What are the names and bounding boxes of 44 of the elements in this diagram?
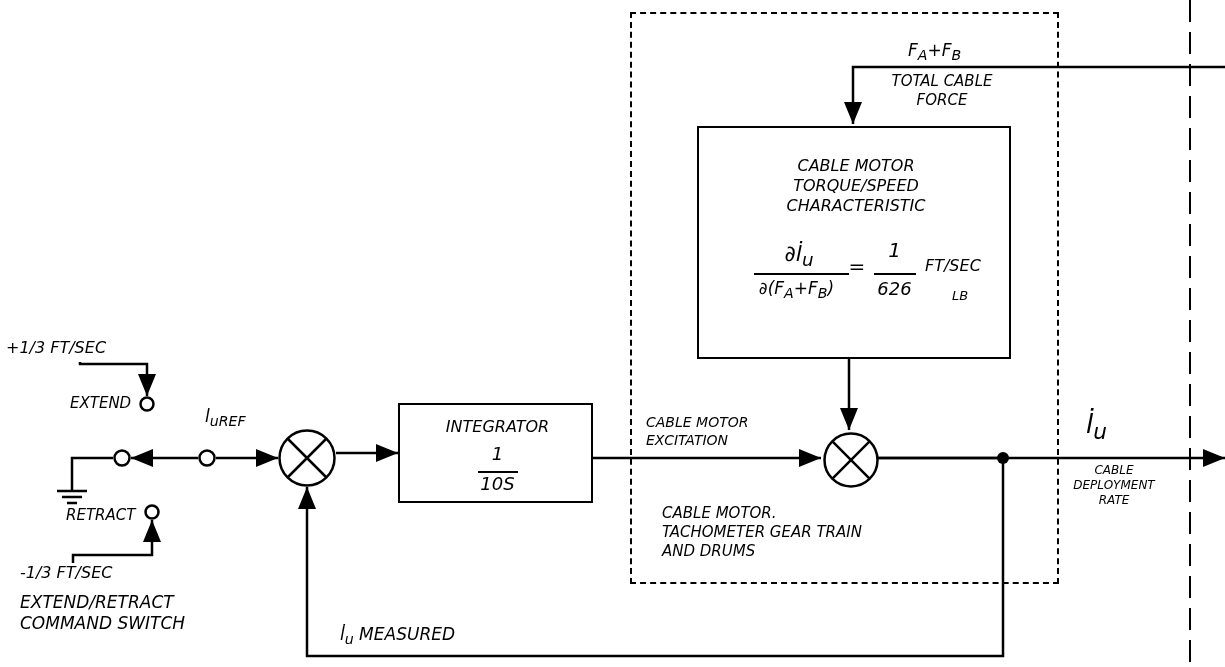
ground-symbol — [57, 488, 87, 506]
arrow — [593, 449, 821, 467]
arrow — [216, 449, 278, 467]
block-title: CABLE MOTOR TORQUE/SPEED CHARACTERISTIC — [785, 156, 927, 216]
edge-label: CABLE MOTOR EXCITATION — [646, 414, 750, 449]
signal-label: EXTEND/RETRACT COMMAND SWITCH — [20, 592, 187, 635]
equals-sign: = — [847, 254, 867, 279]
terminal-label: RETRACT — [66, 506, 138, 525]
arrow — [844, 65, 1225, 124]
switch-contact — [139, 396, 155, 412]
formula-numerator: 1 — [490, 443, 505, 466]
unit-label: LB — [950, 288, 970, 305]
block-title: INTEGRATOR — [444, 417, 551, 437]
signal-label: F$_{A}$+F$_{B}$ — [908, 40, 963, 66]
formula-denominator: 10S — [479, 473, 516, 496]
input-value: -1/3 FT/SEC — [20, 563, 114, 583]
summing-junction — [823, 432, 879, 488]
connector-line — [70, 456, 113, 488]
switch-contact — [144, 504, 160, 520]
summing-junction — [278, 429, 336, 487]
arrow — [78, 361, 156, 396]
arrow — [336, 444, 398, 462]
arrow — [840, 357, 858, 430]
block-label: CABLE MOTOR. TACHOMETER GEAR TRAIN AND DRUMS — [662, 504, 862, 561]
integrator-block — [398, 403, 593, 503]
signal-label: l̇$_{u}$ — [1086, 408, 1108, 446]
characteristic-block — [697, 126, 1011, 359]
arrow — [131, 449, 198, 467]
formula-numerator: ∂l̇$_{u}$ — [783, 240, 815, 273]
input-value: +1/3 FT/SEC — [6, 338, 108, 358]
formula-numerator: 1 — [887, 238, 902, 263]
edge-label: l$_{uREF}$ — [205, 406, 247, 432]
unit-label: FT/SEC — [925, 256, 982, 276]
terminal-label: EXTEND — [70, 394, 133, 413]
subsystem-boundary — [630, 12, 1059, 584]
switch-terminal — [113, 449, 131, 467]
arrow — [298, 456, 1005, 658]
switch-terminal — [198, 449, 216, 467]
arrow — [71, 520, 161, 563]
signal-label: TOTAL CABLE FORCE — [890, 72, 994, 110]
formula-denominator: 626 — [876, 278, 913, 301]
formula-denominator: ∂(F$_{A}$+F$_{B}$) — [757, 278, 836, 304]
edge-label: l̇$_{u}$ MEASURED — [340, 624, 457, 650]
signal-label: CABLE DEPLOYMENT RATE — [1072, 463, 1157, 508]
